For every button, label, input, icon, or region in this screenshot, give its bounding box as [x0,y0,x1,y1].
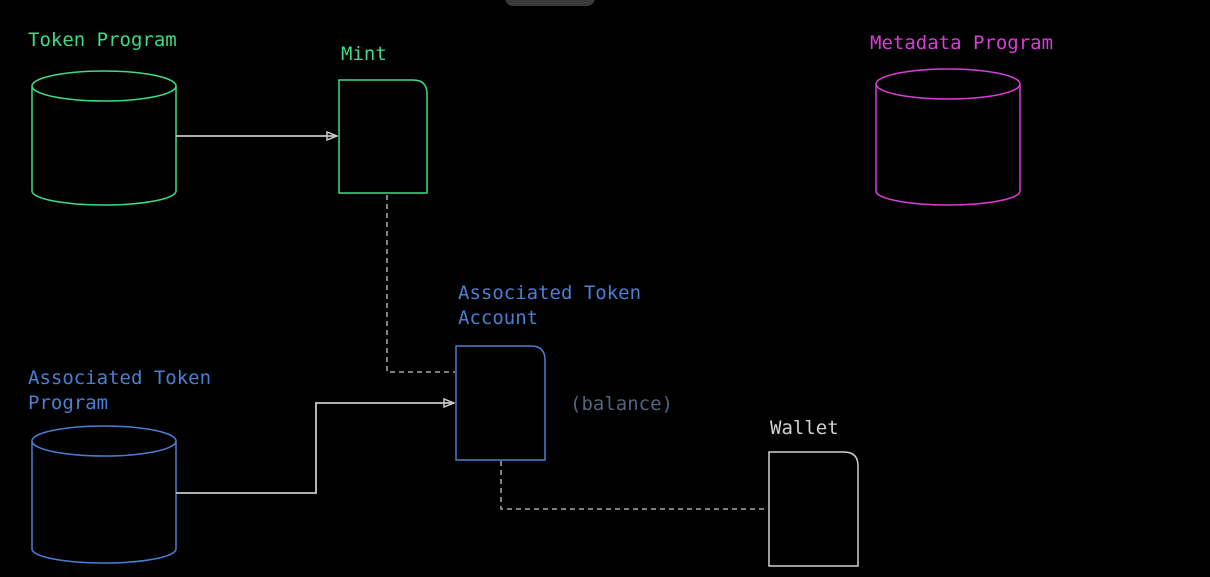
associated-token-account-icon [455,345,546,461]
token-program-database-icon [31,70,177,206]
associated-token-program-database-icon [31,425,177,564]
associated-token-program-to-account-arrow [176,403,454,494]
associated-token-account-to-wallet-dashed-link [500,461,768,510]
mint-account-icon [338,79,428,194]
associated-token-program-node[interactable]: Associated Token Program [28,367,211,564]
wallet-label: Wallet [770,417,839,439]
metadata-program-label: Metadata Program [870,32,1053,54]
associated-token-program-label-line2: Program [28,392,108,414]
wallet-account-icon [768,451,859,567]
mint-to-associated-token-account-dashed-link [386,195,455,373]
associated-token-account-node[interactable]: Associated Token Account [455,282,641,461]
associated-token-account-label-line2: Account [458,307,538,329]
associated-token-program-label-line1: Associated Token [28,367,211,389]
mint-node[interactable]: Mint [338,43,428,194]
metadata-program-database-icon [875,68,1021,206]
wallet-node[interactable]: Wallet [768,417,859,567]
mint-label: Mint [341,43,387,65]
metadata-program-node[interactable]: Metadata Program [870,32,1053,206]
balance-annotation: (balance) [570,393,673,415]
token-program-node[interactable]: Token Program [28,29,177,206]
associated-token-account-label-line1: Associated Token [458,282,641,304]
token-program-label: Token Program [28,29,177,51]
window-drag-handle[interactable] [505,0,595,6]
